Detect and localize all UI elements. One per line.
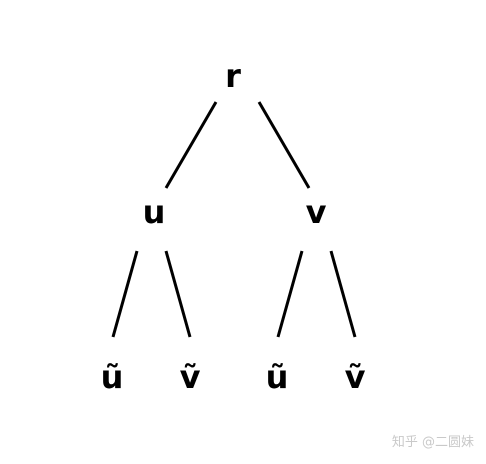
node-u: u [143,193,166,231]
watermark: 知乎 @二圆妹 [391,435,474,450]
node-v: v [306,193,327,231]
node-u-right-tilde: ũ [266,358,289,396]
edge-r-to-u [164,101,218,189]
edge-u-to-v-left-tilde [164,250,192,338]
node-u-left-tilde: ũ [101,358,124,396]
edge-u-to-u-left-tilde [111,250,139,338]
node-v-right-tilde: ṽ [345,358,366,396]
node-r: r [225,57,241,95]
edge-v-to-u-right-tilde [276,250,304,338]
edge-r-to-v [257,101,311,189]
edge-v-to-v-right-tilde [329,250,357,338]
node-v-left-tilde: ṽ [180,358,201,396]
